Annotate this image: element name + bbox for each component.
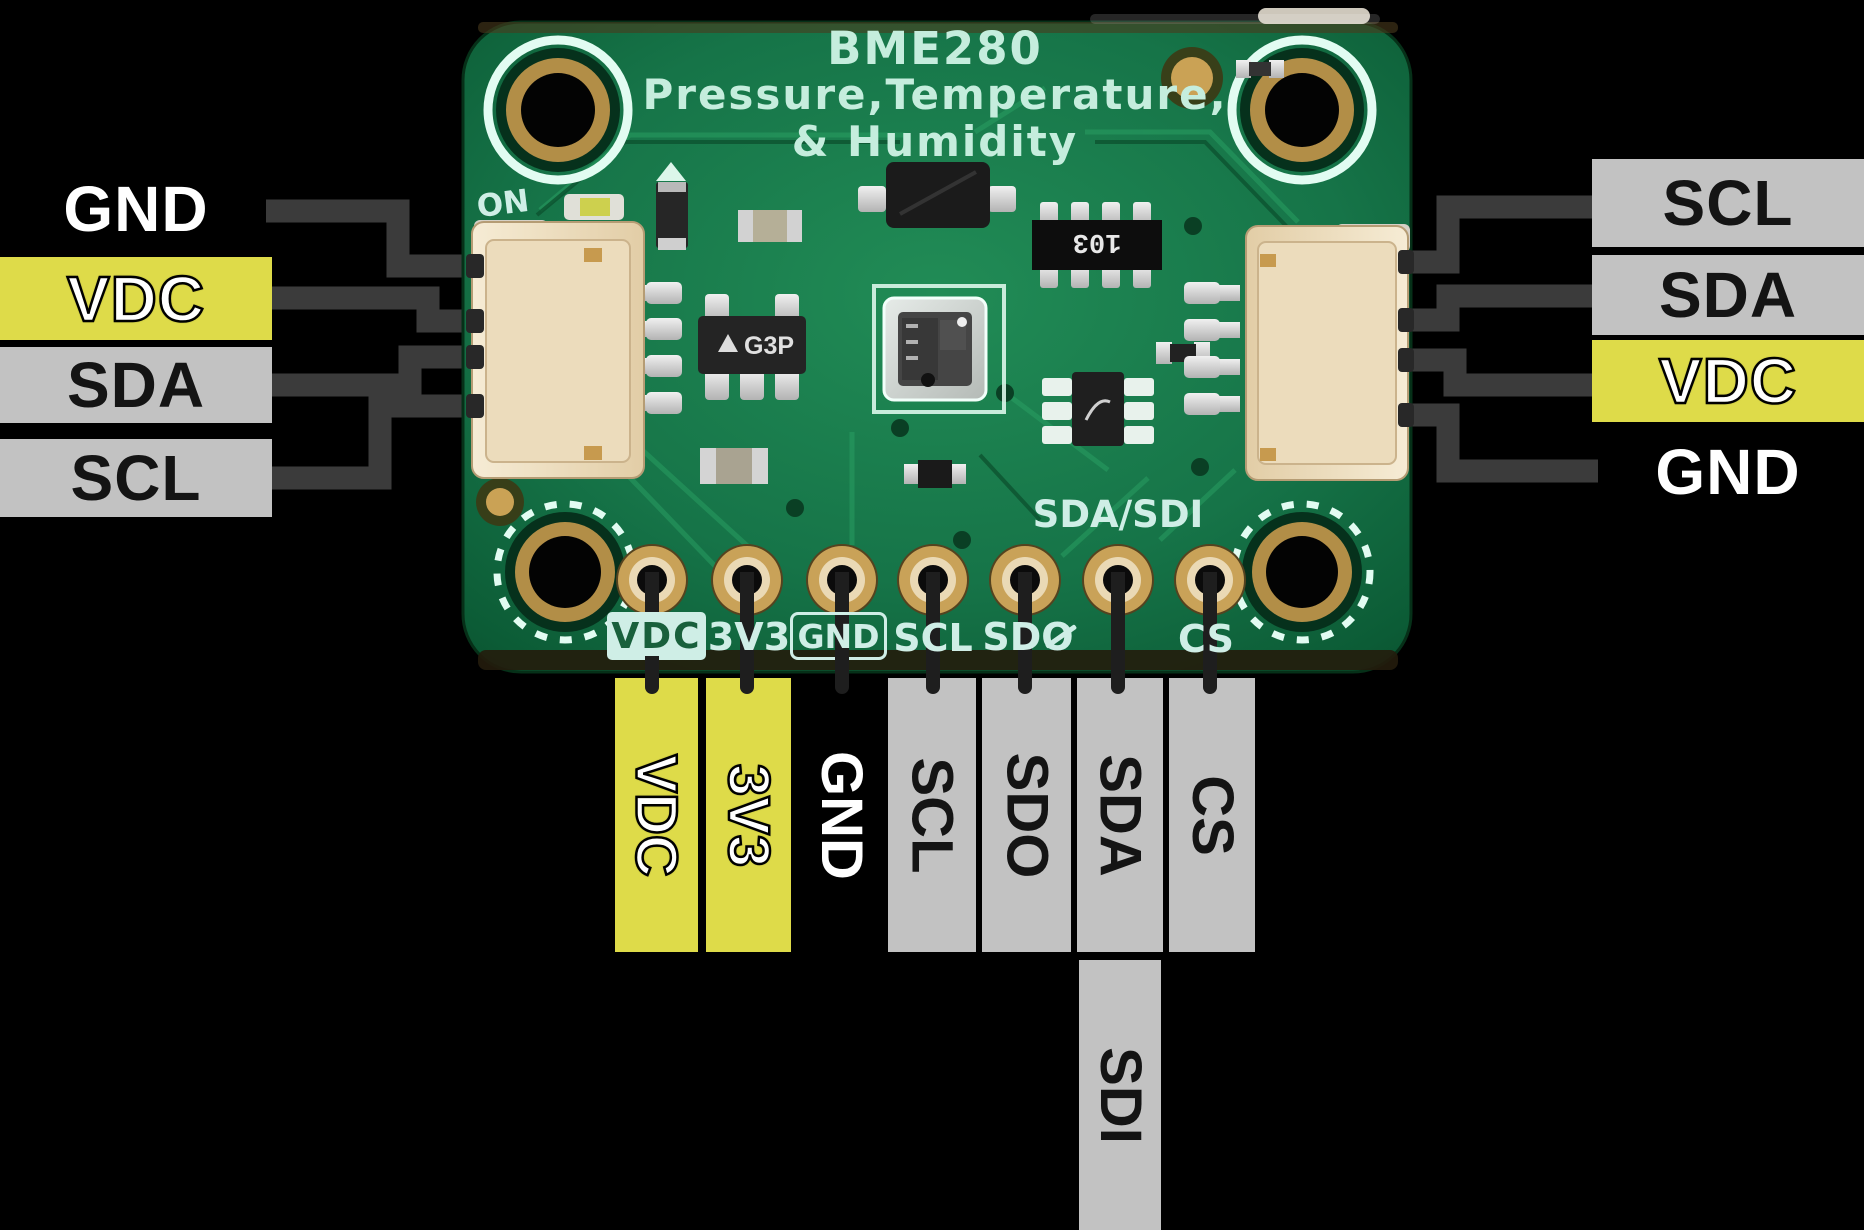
resistor-code-text: 103 bbox=[1073, 226, 1122, 256]
right-jst-connector bbox=[1184, 224, 1410, 481]
wire-left-vdc bbox=[266, 286, 474, 333]
bottom-label-scl: SCL bbox=[888, 678, 976, 952]
small-vias bbox=[786, 217, 1209, 549]
wire-left-sda bbox=[266, 345, 474, 397]
silk-sda-sdi-label: SDA/SDI bbox=[1032, 492, 1204, 536]
gold-vias bbox=[476, 47, 1223, 526]
board-title-line3: & Humidity bbox=[791, 117, 1079, 166]
capacitor-1 bbox=[738, 210, 802, 242]
capacitor-vertical bbox=[656, 162, 688, 250]
wire-right-sda bbox=[1408, 284, 1598, 332]
diode bbox=[858, 162, 1016, 228]
silk-pin-cs: CS bbox=[1178, 617, 1234, 661]
bottom-label-scl-text: SCL bbox=[899, 757, 965, 873]
right-label-vdc-text: VDC bbox=[1658, 344, 1798, 419]
bottom-label-vdc: VDC bbox=[615, 678, 698, 952]
bottom-label-vdc-text: VDC bbox=[623, 753, 691, 878]
bottom-label-sdi: SDI bbox=[1079, 960, 1161, 1230]
bottom-label-sda-text: SDA bbox=[1087, 753, 1153, 877]
pad-stub-lines bbox=[645, 572, 1217, 660]
stub-cs bbox=[1203, 656, 1217, 694]
wire-right-scl bbox=[1408, 195, 1598, 274]
stub-scl bbox=[926, 656, 940, 694]
bottom-label-cs-text: CS bbox=[1179, 774, 1245, 856]
bottom-label-cs: CS bbox=[1169, 678, 1255, 952]
bottom-label-gnd-text: GND bbox=[808, 750, 874, 880]
stub-sdo bbox=[1018, 656, 1032, 694]
right-label-gnd: GND bbox=[1655, 436, 1801, 508]
small-chip bbox=[904, 460, 966, 488]
bme280-sensor bbox=[872, 284, 1006, 414]
bottom-label-3v3: 3V3 bbox=[706, 678, 791, 952]
bottom-label-sdo-text: SDO bbox=[994, 752, 1059, 878]
mounting-hole-top-right bbox=[1227, 35, 1377, 185]
pcb-board: 103 G3P bbox=[461, 8, 1414, 674]
bottom-label-gnd: GND bbox=[798, 678, 884, 952]
bottom-label-3v3-text: 3V3 bbox=[715, 762, 783, 868]
pcb-traces bbox=[538, 85, 1300, 568]
mounting-hole-bottom-left bbox=[493, 500, 637, 644]
wire-right-vdc bbox=[1408, 348, 1598, 397]
bottom-pads bbox=[616, 544, 1246, 660]
left-label-vdc: VDC bbox=[0, 257, 272, 340]
resistor-network: 103 bbox=[1032, 202, 1162, 288]
silk-pin-3v3: 3V3 bbox=[707, 615, 791, 659]
silk-pin-vdc: VDC bbox=[607, 612, 706, 660]
right-label-vdc: VDC bbox=[1592, 340, 1864, 422]
left-label-vdc-text: VDC bbox=[66, 261, 206, 336]
small-passive-topright bbox=[1236, 60, 1284, 78]
six-pin-ic bbox=[1042, 372, 1154, 446]
silk-pin-scl: SCL bbox=[893, 616, 973, 660]
stub-sda bbox=[1111, 656, 1125, 694]
wire-right-gnd bbox=[1408, 403, 1598, 483]
bottom-label-sdi-text: SDI bbox=[1087, 1046, 1153, 1144]
stub-vdc bbox=[645, 656, 659, 694]
mounting-hole-top-left bbox=[483, 35, 633, 185]
board-title-line2: Pressure,Temperature, bbox=[642, 70, 1228, 119]
bottom-label-sdo: SDO bbox=[982, 678, 1071, 952]
board-title-line1: BME280 bbox=[827, 22, 1043, 75]
left-label-scl: SCL bbox=[0, 439, 272, 517]
bottom-label-sda: SDA bbox=[1077, 678, 1163, 952]
power-led bbox=[564, 194, 624, 220]
silk-pin-gnd: GND bbox=[790, 612, 887, 660]
sensor-vent-hole bbox=[921, 373, 935, 387]
right-wires bbox=[1408, 195, 1598, 483]
wire-nubs bbox=[466, 250, 1414, 427]
wire-left-gnd bbox=[266, 199, 474, 278]
capacitor-2 bbox=[700, 448, 768, 484]
left-jst-connector bbox=[471, 220, 682, 479]
stub-gnd bbox=[835, 656, 849, 694]
left-label-sda: SDA bbox=[0, 347, 272, 423]
wire-left-scl bbox=[266, 394, 474, 490]
left-wires bbox=[266, 199, 474, 490]
left-label-gnd: GND bbox=[63, 173, 209, 245]
mounting-hole-bottom-right bbox=[1230, 500, 1374, 644]
stub-3v3 bbox=[740, 656, 754, 694]
voltage-regulator: G3P bbox=[698, 294, 806, 400]
regulator-code-text: G3P bbox=[744, 332, 794, 360]
right-label-sda: SDA bbox=[1592, 255, 1864, 335]
edge-glare bbox=[1258, 8, 1370, 24]
board-top-edge bbox=[478, 22, 1398, 33]
right-label-scl: SCL bbox=[1592, 159, 1864, 247]
